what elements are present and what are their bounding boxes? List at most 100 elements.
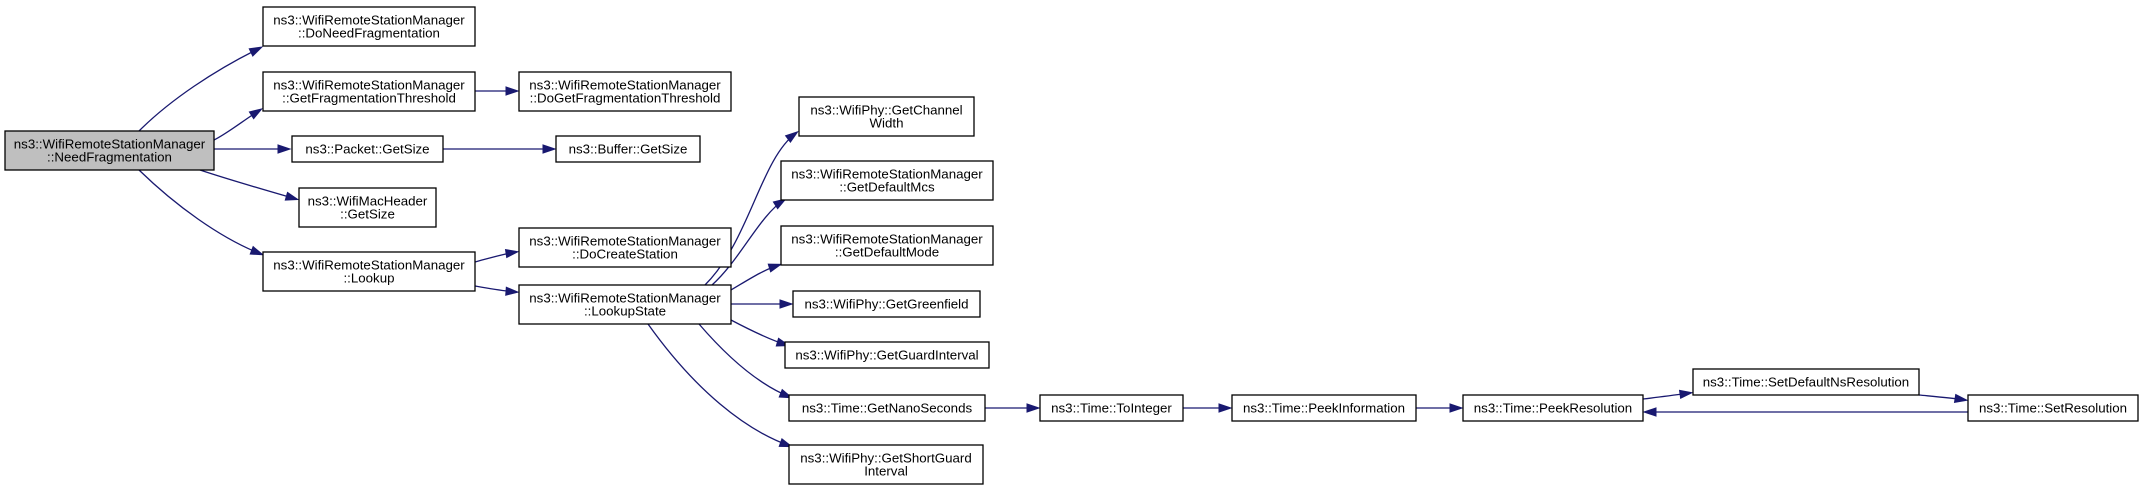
node-buffer-get-size[interactable]: ns3::Buffer::GetSize (555, 135, 701, 163)
node-set-resolution[interactable]: ns3::Time::SetResolution (1967, 394, 2139, 422)
edge-n9-n13 (731, 299, 794, 309)
node-lookup[interactable]: ns3::WifiRemoteStationManager::Lookup (262, 251, 476, 292)
node-label-line: ns3::WifiPhy::GetShortGuard (800, 451, 971, 466)
node-label-line: ns3::WifiMacHeader (308, 194, 428, 209)
edge-arrowhead (248, 108, 264, 120)
node-box (4, 130, 215, 171)
node-get-default-mcs[interactable]: ns3::WifiRemoteStationManager::GetDefaul… (780, 160, 994, 201)
node-box (1462, 394, 1644, 422)
edge-arrowhead (1218, 403, 1233, 413)
node-label-line: ::LookupState (584, 304, 666, 319)
node-label-line: ::GetDefaultMode (835, 245, 939, 260)
node-do-need-fragmentation[interactable]: ns3::WifiRemoteStationManager::DoNeedFra… (262, 6, 476, 47)
node-box (788, 444, 984, 485)
node-label-line: ns3::Time::SetDefaultNsResolution (1703, 375, 1909, 390)
node-box (518, 71, 732, 112)
node-label-line: ns3::Time::SetResolution (1979, 401, 2127, 416)
node-box (291, 135, 444, 163)
edge-n9-n16 (647, 323, 794, 448)
node-get-fragmentation-threshold[interactable]: ns3::WifiRemoteStationManager::GetFragme… (262, 71, 476, 112)
node-box (1231, 394, 1417, 422)
edge-n17-n18 (1183, 403, 1233, 413)
node-get-guard-interval[interactable]: ns3::WifiPhy::GetGuardInterval (784, 341, 990, 369)
edge-line (647, 323, 791, 447)
edge-n2-n3 (475, 86, 520, 96)
node-label-line: Interval (864, 464, 908, 479)
edge-line (138, 47, 261, 132)
edge-n9-n12 (730, 263, 783, 291)
node-label-line: ::GetSize (340, 207, 395, 222)
node-label-line: ::DoGetFragmentationThreshold (530, 91, 721, 106)
node-lookup-state[interactable]: ns3::WifiRemoteStationManager::LookupSta… (518, 284, 732, 325)
node-label-line: ::Lookup (343, 271, 394, 286)
node-label-line: ns3::Buffer::GetSize (569, 142, 688, 157)
node-box (262, 251, 476, 292)
edge-line (698, 323, 791, 398)
edge-arrowhead (1678, 389, 1694, 400)
node-box (780, 160, 994, 201)
node-label-line: ns3::WifiRemoteStationManager (529, 291, 721, 306)
node-peek-information[interactable]: ns3::Time::PeekInformation (1231, 394, 1417, 422)
node-get-default-mode[interactable]: ns3::WifiRemoteStationManager::GetDefaul… (780, 225, 994, 266)
node-label-line: ns3::WifiRemoteStationManager (14, 137, 206, 152)
node-packet-get-size[interactable]: ns3::Packet::GetSize (291, 135, 444, 163)
edge-arrowhead (277, 144, 292, 154)
edge-n9-n15 (698, 323, 794, 399)
edge-n9-n11 (711, 198, 788, 286)
node-get-greenfield[interactable]: ns3::WifiPhy::GetGreenfield (792, 290, 981, 318)
node-label-line: ::GetFragmentationThreshold (282, 91, 456, 106)
node-label-line: ns3::Time::GetNanoSeconds (802, 401, 973, 416)
edge-arrowhead (784, 130, 799, 144)
node-box (1692, 368, 1920, 396)
node-label-line: ns3::WifiRemoteStationManager (791, 232, 983, 247)
node-label-line: ns3::Packet::GetSize (305, 142, 429, 157)
edge-n15-n17 (985, 403, 1041, 413)
node-box (262, 6, 476, 47)
edge-arrowhead (1026, 403, 1041, 413)
edge-n0-n2 (213, 108, 264, 141)
edge-arrowhead (1642, 407, 1657, 417)
node-label-line: ns3::WifiRemoteStationManager (273, 13, 465, 28)
edge-n18-n19 (1416, 403, 1464, 413)
node-label-line: ns3::Time::PeekInformation (1243, 401, 1405, 416)
node-to-integer[interactable]: ns3::Time::ToInteger (1039, 394, 1184, 422)
node-do-get-fragmentation-threshold[interactable]: ns3::WifiRemoteStationManager::DoGetFrag… (518, 71, 732, 112)
node-label-line: ::GetDefaultMcs (839, 180, 935, 195)
edge-arrowhead (1449, 403, 1464, 413)
edge-n9-n14 (730, 319, 791, 347)
node-box (798, 96, 975, 137)
node-box (262, 71, 476, 112)
node-label-line: ns3::Time::ToInteger (1051, 401, 1172, 416)
node-box (788, 394, 986, 422)
node-peek-resolution[interactable]: ns3::Time::PeekResolution (1462, 394, 1644, 422)
node-need-fragmentation[interactable]: ns3::WifiRemoteStationManager::NeedFragm… (4, 130, 215, 171)
node-set-default-ns-resolution[interactable]: ns3::Time::SetDefaultNsResolution (1692, 368, 1920, 396)
edge-arrowhead (767, 263, 783, 273)
node-label-line: ns3::WifiPhy::GetGreenfield (804, 297, 968, 312)
node-wifi-mac-header-get-size[interactable]: ns3::WifiMacHeader::GetSize (298, 187, 437, 228)
edge-n19-n20 (1642, 389, 1694, 400)
node-get-nano-seconds[interactable]: ns3::Time::GetNanoSeconds (788, 394, 986, 422)
node-label-line: ns3::WifiRemoteStationManager (529, 78, 721, 93)
edge-arrowhead (248, 46, 264, 57)
edge-n0-n4 (214, 144, 292, 154)
nodes-layer: ns3::WifiRemoteStationManager::NeedFragm… (4, 6, 2139, 485)
edge-arrowhead (772, 198, 788, 210)
edge-n4-n5 (443, 144, 557, 154)
edge-arrowhead (284, 191, 300, 201)
node-label-line: ns3::Time::PeekResolution (1474, 401, 1632, 416)
node-label-line: ns3::WifiRemoteStationManager (273, 258, 465, 273)
node-label-line: ns3::WifiRemoteStationManager (273, 78, 465, 93)
node-box (518, 284, 732, 325)
edge-n0-n7 (138, 169, 265, 256)
node-box (780, 225, 994, 266)
edge-arrowhead (505, 286, 520, 296)
node-label-line: ns3::WifiRemoteStationManager (529, 234, 721, 249)
node-do-create-station[interactable]: ns3::WifiRemoteStationManager::DoCreateS… (518, 227, 732, 268)
edge-arrowhead (1953, 393, 1969, 404)
edge-n7-n8 (474, 248, 520, 263)
edge-n7-n9 (474, 285, 520, 296)
